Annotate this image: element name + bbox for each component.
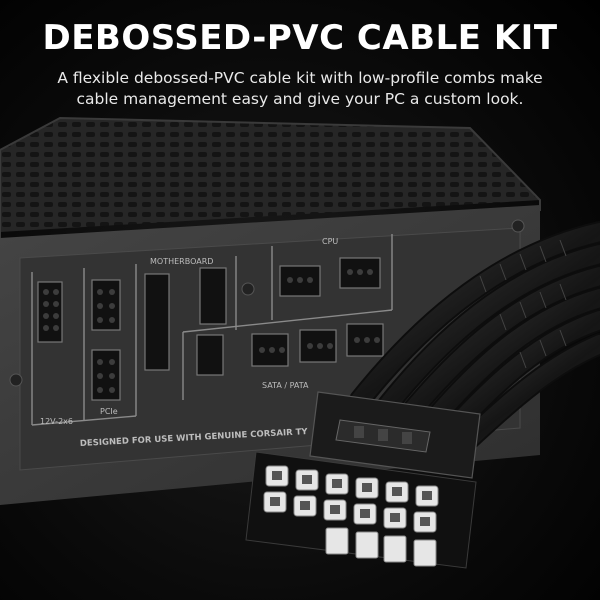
psu-top-rim bbox=[0, 116, 541, 246]
socket-group bbox=[37, 257, 384, 401]
socket-motherboard-24pin bbox=[144, 273, 170, 371]
panel-divider-lines bbox=[31, 234, 393, 426]
socket-pins bbox=[43, 269, 380, 393]
screw bbox=[9, 373, 23, 387]
label-pcie: PCIe bbox=[100, 407, 118, 416]
socket-sata-1 bbox=[196, 334, 224, 376]
socket-motherboard-aux bbox=[199, 267, 227, 325]
pin-holes bbox=[270, 471, 432, 526]
cable-ridges bbox=[479, 239, 567, 369]
socket-pcie-1 bbox=[91, 279, 121, 331]
screw bbox=[241, 282, 255, 296]
label-motherboard: MOTHERBOARD bbox=[150, 257, 213, 266]
subheadline: A flexible debossed-PVC cable kit with l… bbox=[57, 69, 543, 108]
label-sata-pata: SATA / PATA bbox=[262, 381, 309, 390]
headline: DEBOSSED-PVC CABLE KIT bbox=[42, 18, 558, 58]
socket-cpu-2 bbox=[339, 257, 381, 289]
label-cpu: CPU bbox=[322, 237, 338, 246]
label-12v2x6: 12V-2x6 bbox=[40, 417, 73, 426]
screw bbox=[511, 219, 525, 233]
cable-bundle bbox=[349, 221, 600, 453]
socket-pcie-2 bbox=[91, 349, 121, 401]
psu-top-grille bbox=[0, 118, 540, 232]
